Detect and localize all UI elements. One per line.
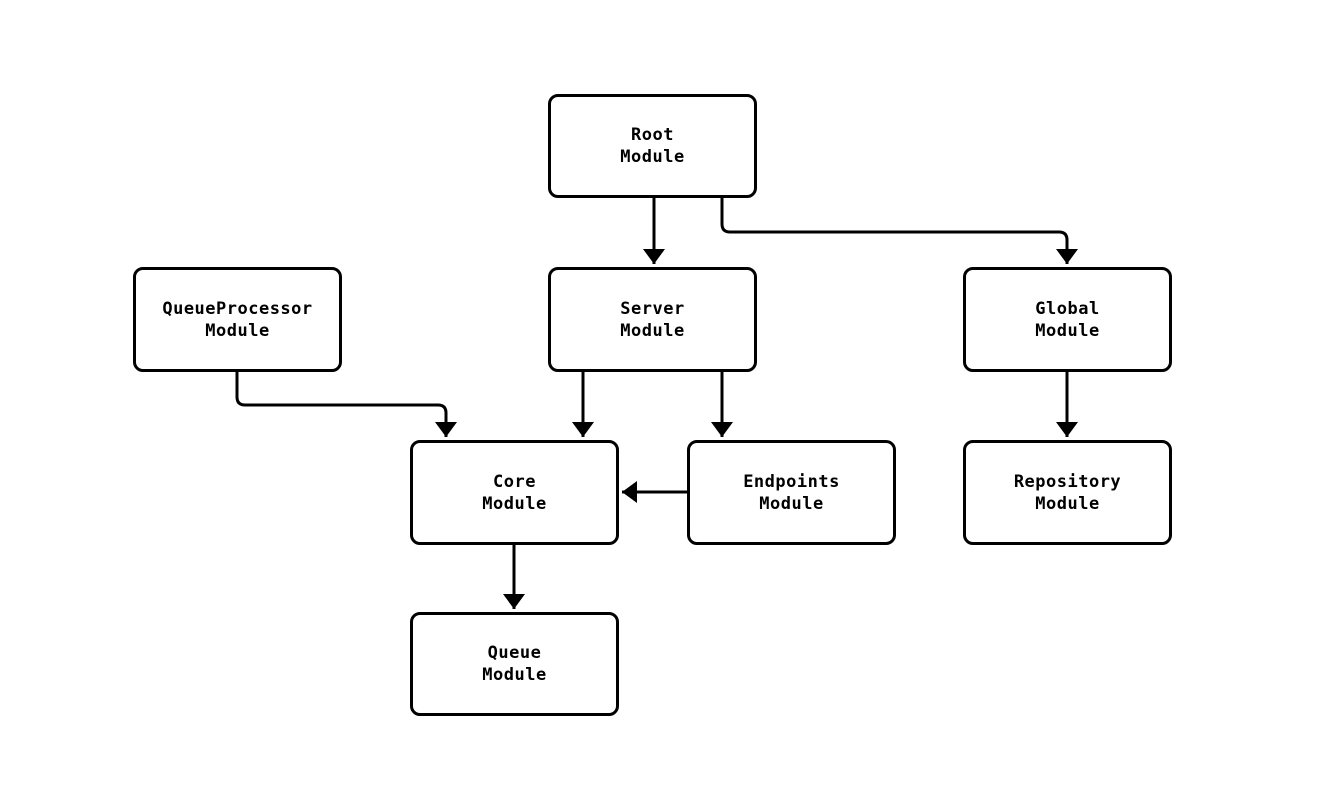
node-global-module: Global Module	[963, 267, 1172, 372]
node-label: QueueProcessor	[162, 298, 313, 319]
node-label: Module	[1035, 493, 1100, 514]
node-endpoints-module: Endpoints Module	[687, 440, 896, 545]
node-label: Core	[493, 471, 536, 492]
node-label: Module	[1035, 320, 1100, 341]
node-label: Queue	[487, 643, 542, 663]
node-label: Repository	[1013, 471, 1122, 492]
node-label: Module	[620, 147, 685, 167]
node-root-module: Root Module	[548, 94, 757, 198]
node-label: Root	[631, 125, 674, 145]
node-label: Module	[205, 320, 270, 341]
node-queue-module: Queue Module	[410, 612, 619, 716]
node-label: Global	[1035, 298, 1100, 319]
node-queueprocessor-module: QueueProcessor Module	[133, 267, 342, 372]
node-label: Module	[759, 493, 824, 514]
node-repository-module: Repository Module	[963, 440, 1172, 545]
node-label: Endpoints	[743, 471, 840, 492]
edge-queueprocessor-to-core	[235, 372, 457, 437]
node-core-module: Core Module	[410, 440, 619, 545]
node-label: Module	[620, 320, 685, 341]
node-label: Module	[482, 493, 547, 514]
node-label: Module	[482, 665, 547, 685]
node-label: Server	[620, 298, 685, 319]
node-server-module: Server Module	[548, 267, 757, 372]
edge-root-to-global	[720, 198, 1078, 264]
